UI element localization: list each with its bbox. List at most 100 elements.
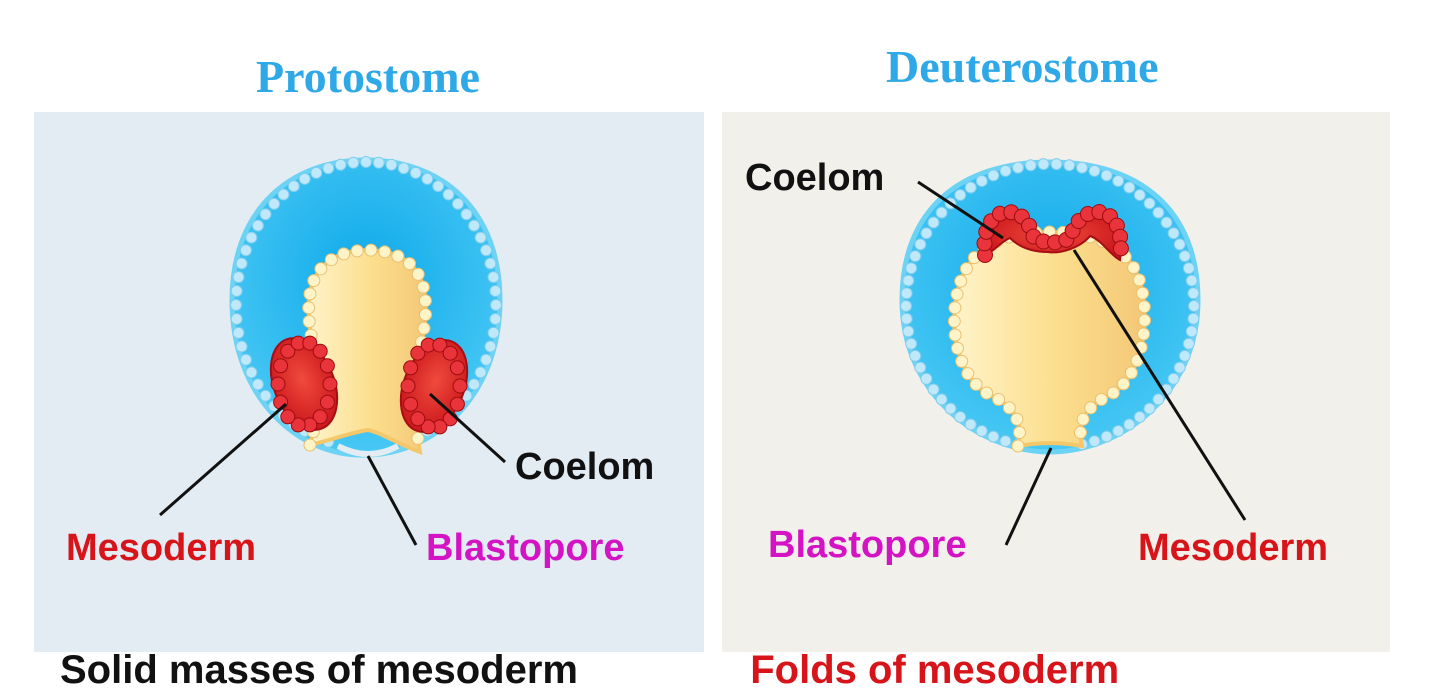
cell [954,411,967,423]
cell [914,238,927,251]
cell [1173,238,1186,251]
protostome-coelom-leader [428,392,507,464]
cell [385,158,398,171]
cell [1063,159,1076,172]
cell [909,250,922,263]
cell [319,394,335,410]
cell [905,262,918,275]
cell [319,358,335,374]
cell [1100,430,1113,443]
cell [1137,327,1151,341]
cell [1160,216,1173,229]
protostome-mesoderm-left [269,337,339,431]
cell [1088,164,1101,177]
cell [307,274,321,288]
cell [474,366,487,379]
cell [302,335,318,351]
cell [245,366,258,379]
cell [955,354,969,368]
cell [1136,286,1150,300]
cell [1013,426,1026,439]
cell [409,166,422,179]
cell [277,188,290,201]
cell [421,172,434,185]
protostome-title: Protostome [256,51,480,102]
cell [449,360,465,376]
cell [360,156,372,168]
cell [230,299,242,311]
cell [1037,158,1050,171]
cell [449,396,465,412]
cell [1133,189,1146,201]
cell [432,180,445,193]
cell [235,257,248,270]
cell [964,181,977,194]
cell [1167,227,1180,240]
cell [1185,325,1198,338]
cell [1152,393,1165,406]
cell [400,378,416,394]
cell [322,376,338,392]
deuterostome-mesoderm-cells [976,204,1129,263]
cell [302,301,316,315]
cell [1117,377,1130,391]
cell [245,231,258,244]
cell [239,353,252,366]
cell [1074,426,1087,439]
cell [403,257,416,271]
cell [487,271,500,284]
cell [314,262,328,276]
cell [920,227,933,240]
cell [909,349,922,362]
cell [410,345,426,361]
cell [403,360,419,376]
protostome-blastopore [336,443,400,457]
cell [1010,412,1024,426]
cell [303,287,317,301]
cell [1127,261,1141,275]
cell [484,340,497,353]
cell [948,301,962,315]
cell [980,386,994,400]
protostome-mesoderm-leader [159,402,287,517]
cell [1133,411,1146,423]
cell [1124,366,1138,380]
cell [947,314,961,328]
cell [397,162,410,175]
cell [251,219,264,232]
cell [1002,401,1016,415]
deuterostome-mesoderm-leader [1072,249,1247,521]
cell [1132,273,1146,287]
cell [239,244,252,257]
cell [489,285,502,297]
cell [914,361,927,374]
cell [337,247,351,261]
cell [391,249,405,263]
cell [480,353,493,366]
cell [1187,312,1200,325]
cell [334,158,347,171]
cell [1112,425,1125,437]
cell [1112,175,1125,187]
cell [474,231,487,244]
cell [480,244,493,257]
protostome-embryo [229,156,503,458]
cell [302,315,316,328]
cell [489,313,502,325]
deuterostome-coelom-leader [917,180,1004,240]
cell [322,162,335,175]
cell [259,208,272,221]
cell [1050,158,1063,171]
cell [290,417,306,433]
cell [432,337,448,353]
cell [487,326,500,339]
cell [969,377,983,391]
cell [452,378,468,394]
deuterostome-title: Deuterostome [886,41,1159,92]
deuterostome-embryo [899,158,1201,455]
cell [1178,250,1191,263]
cell [961,367,975,381]
cell [905,337,918,350]
cell [950,287,964,301]
bottom-caption-right: Folds of mesoderm [750,648,1120,692]
